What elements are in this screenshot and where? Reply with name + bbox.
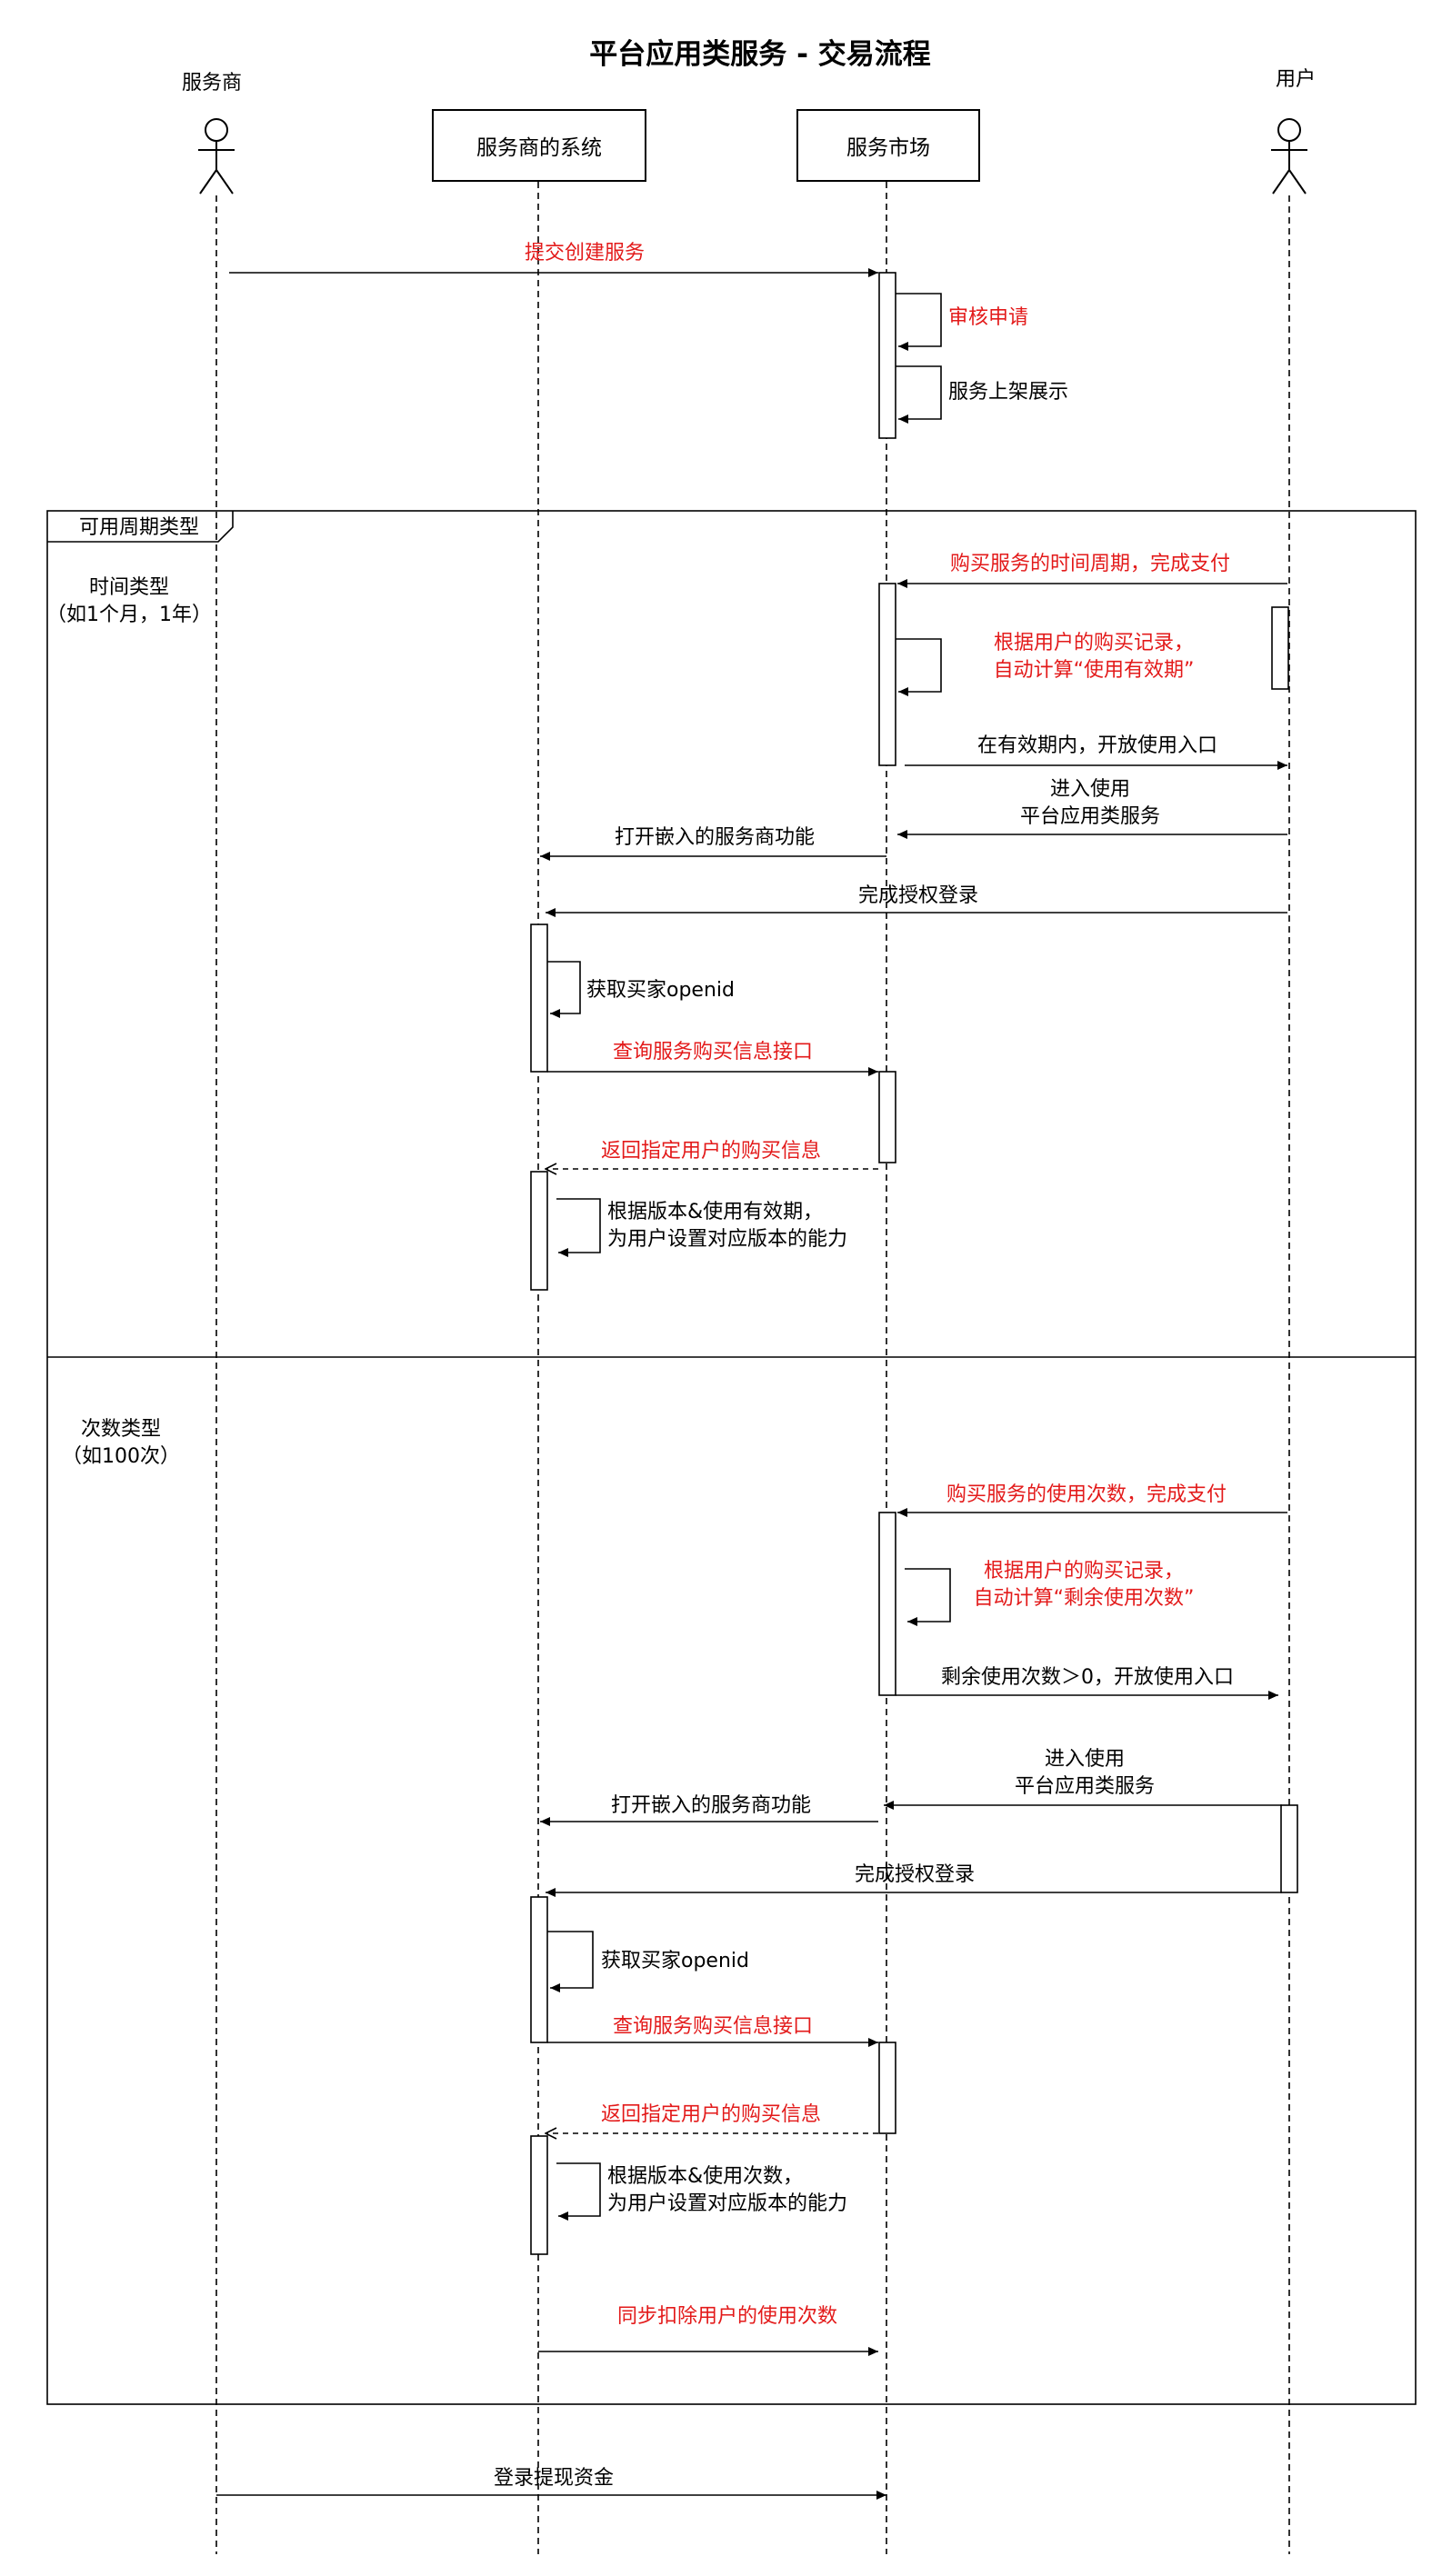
message-c-return: 返回指定用户的购买信息 — [600, 2103, 822, 2126]
activation-user-2 — [1280, 1804, 1298, 1893]
message-t-calc: 根据用户的购买记录， 自动计算“使用有效期” — [993, 632, 1195, 682]
self-arrow-t-calc — [896, 638, 942, 696]
message-c-set-ability: 根据版本&使用次数， 为用户设置对应版本的能力 — [607, 2165, 848, 2215]
participant-provider-system-label: 服务商的系统 — [476, 136, 602, 160]
activation-system-4 — [530, 2135, 548, 2255]
frame-section-time-label: 时间类型 （如1个月，1年） — [46, 576, 212, 626]
message-c-deduct: 同步扣除用户的使用次数 — [616, 2305, 838, 2328]
self-arrow-review — [896, 293, 942, 351]
message-t-return: 返回指定用户的购买信息 — [600, 1140, 822, 1163]
activation-system-3 — [530, 1896, 548, 2043]
self-arrow-t-set — [556, 1198, 601, 1257]
activation-market-4 — [878, 1512, 896, 1696]
activations — [530, 272, 1298, 2255]
participant-provider-label: 服务商 — [181, 72, 243, 95]
message-t-open-entry: 在有效期内，开放使用入口 — [976, 734, 1218, 757]
message-t-set-ability: 根据版本&使用有效期， 为用户设置对应版本的能力 — [607, 1201, 848, 1251]
message-c-query: 查询服务购买信息接口 — [612, 2015, 814, 2038]
message-c-get-openid: 获取买家openid — [601, 1950, 749, 1972]
participant-market: 服务市场 — [796, 109, 980, 182]
activation-user-1 — [1271, 606, 1289, 690]
activation-market-2 — [878, 583, 896, 766]
message-c-open-embedded: 打开嵌入的服务商功能 — [610, 1794, 812, 1817]
participant-provider-system: 服务商的系统 — [432, 109, 646, 182]
message-t-buy: 购买服务的时间周期，完成支付 — [949, 553, 1231, 575]
self-arrow-c-set — [556, 2162, 601, 2221]
self-arrow-c-calc — [905, 1568, 951, 1626]
frame-label: 可用周期类型 — [78, 516, 200, 539]
message-list-service: 服务上架展示 — [948, 381, 1069, 404]
activation-market-3 — [878, 1071, 896, 1163]
stick-figure-icon — [198, 118, 235, 195]
message-submit-service: 提交创建服务 — [524, 242, 646, 265]
frame-section-count-label: 次数类型 （如100次） — [62, 1418, 180, 1468]
message-t-query: 查询服务购买信息接口 — [612, 1041, 814, 1063]
self-arrow-list — [896, 365, 942, 424]
participant-market-label: 服务市场 — [846, 136, 930, 160]
message-t-auth-login: 完成授权登录 — [857, 884, 979, 907]
diagram-title: 平台应用类服务 - 交易流程 — [589, 38, 931, 71]
message-c-enter: 进入使用 平台应用类服务 — [1014, 1748, 1156, 1798]
activation-system-2 — [530, 1171, 548, 1291]
message-withdraw: 登录提现资金 — [493, 2467, 615, 2490]
message-t-get-openid: 获取买家openid — [586, 979, 735, 1002]
messages — [216, 268, 1287, 2500]
message-review-application: 审核申请 — [948, 306, 1029, 329]
stick-figure-icon — [1271, 118, 1307, 195]
message-c-auth-login: 完成授权登录 — [854, 1863, 976, 1886]
activation-market-5 — [878, 2042, 896, 2134]
message-c-open-entry: 剩余使用次数＞0，开放使用入口 — [941, 1666, 1234, 1689]
message-t-open-embedded: 打开嵌入的服务商功能 — [614, 826, 816, 849]
self-arrow-t-openid — [547, 961, 581, 1018]
activation-system-1 — [530, 924, 548, 1073]
activation-market-1 — [878, 272, 896, 439]
message-t-enter: 进入使用 平台应用类服务 — [1019, 778, 1161, 828]
message-c-buy: 购买服务的使用次数，完成支付 — [946, 1483, 1227, 1506]
self-arrow-c-openid — [547, 1931, 594, 1992]
frame-alt — [46, 510, 1417, 2405]
message-c-calc: 根据用户的购买记录， 自动计算“剩余使用次数” — [973, 1560, 1195, 1610]
participant-user-label: 用户 — [1275, 68, 1317, 91]
